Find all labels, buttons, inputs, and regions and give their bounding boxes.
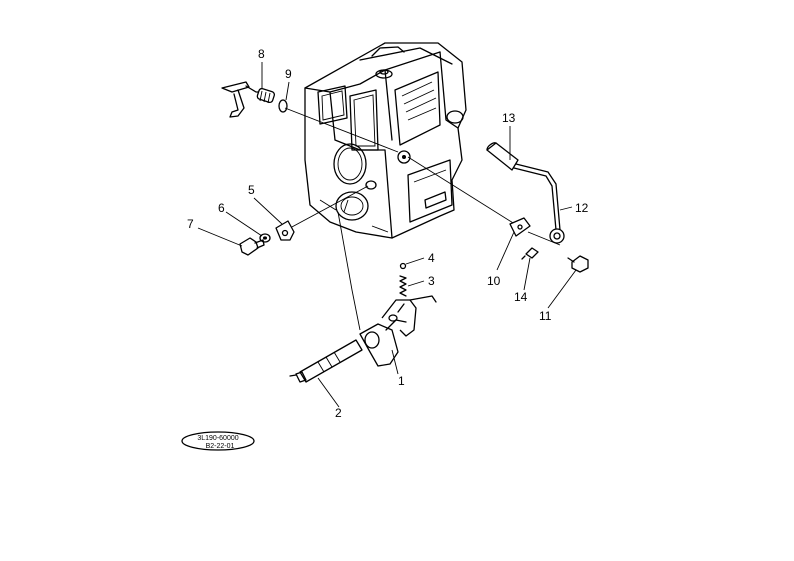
reference-page: B2-22-01 (206, 443, 235, 450)
transmission-housing (304, 42, 467, 239)
part-1-shift-fork (359, 295, 437, 367)
assembly-lines (284, 107, 561, 331)
callout-leaders (197, 62, 577, 408)
callout-13: 13 (502, 111, 516, 125)
part-13-knob (486, 142, 519, 171)
part-7-bolt (239, 237, 265, 256)
part-4-ball (399, 262, 407, 270)
callout-10: 10 (487, 274, 501, 288)
callout-4: 4 (428, 251, 435, 265)
callout-numbers: 1 2 3 4 5 6 7 8 9 10 11 12 13 14 (187, 47, 589, 420)
callout-1: 1 (398, 374, 405, 388)
reference-code: 3L190-60000 (197, 435, 238, 442)
reference-label: 3L190-60000 B2-22-01 (181, 431, 255, 451)
part-2-fork-shaft (289, 339, 363, 383)
callout-7: 7 (187, 217, 194, 231)
callout-12: 12 (575, 201, 589, 215)
callout-11: 11 (539, 309, 552, 323)
callout-9: 9 (285, 67, 292, 81)
part-5-lock-plate (275, 220, 295, 241)
part-12-shift-lever (513, 163, 565, 244)
part-11-bolt (567, 255, 589, 273)
part-3-spring (399, 275, 407, 297)
callout-5: 5 (248, 183, 255, 197)
callout-6: 6 (218, 201, 225, 215)
callout-14: 14 (514, 290, 528, 304)
callout-2: 2 (335, 406, 342, 420)
callout-3: 3 (428, 274, 435, 288)
part-8-hook-rod (221, 81, 276, 118)
callout-8: 8 (258, 47, 265, 61)
part-14-pin (521, 247, 539, 260)
part-9-o-ring (278, 99, 288, 113)
part-6-washer (259, 233, 271, 243)
